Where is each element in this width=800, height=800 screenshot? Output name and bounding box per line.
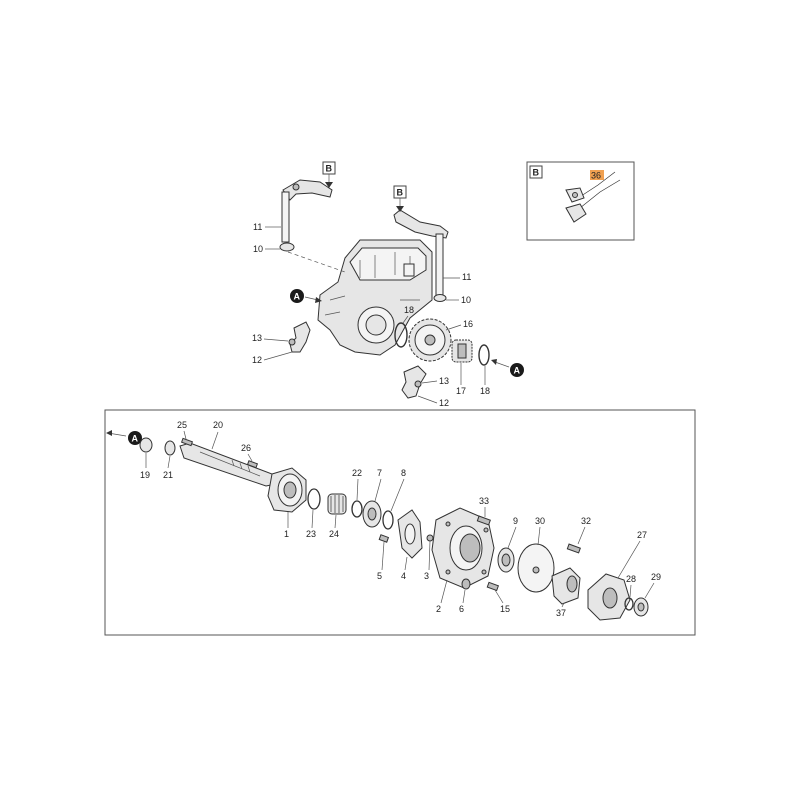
label-18-lower: 18	[480, 386, 490, 396]
label-30: 30	[535, 516, 545, 526]
pin-3[interactable]	[426, 534, 434, 542]
lower-assembly-frame	[104, 409, 696, 636]
wheel-hub-27[interactable]	[587, 573, 631, 621]
label-11-left: 11	[253, 222, 262, 232]
label-10-right: 10	[461, 295, 471, 305]
svg-text:A: A	[514, 366, 521, 376]
screw-33[interactable]	[476, 515, 491, 526]
bearing-9[interactable]	[497, 547, 515, 573]
key-26[interactable]	[246, 460, 259, 469]
label-2: 2	[436, 604, 441, 614]
shift-cable-clip[interactable]	[565, 171, 621, 223]
lower-assembly: A 19 21 20 25 26	[106, 420, 661, 621]
bushing-19[interactable]	[139, 437, 153, 453]
gear-16[interactable]	[408, 318, 452, 362]
label-37: 37	[556, 608, 566, 618]
housing-2[interactable]	[431, 507, 495, 589]
label-20: 20	[213, 420, 223, 430]
upper-assembly: B 11 10 B 11 10 A	[252, 161, 524, 408]
label-36: 36	[591, 171, 601, 181]
label-9: 9	[513, 516, 518, 526]
label-21: 21	[163, 470, 173, 480]
bearing-21[interactable]	[164, 440, 176, 456]
label-6: 6	[459, 604, 464, 614]
ref-b-callout-right: B	[393, 185, 407, 212]
label-24: 24	[329, 529, 339, 539]
bolt-15[interactable]	[486, 581, 500, 592]
label-28: 28	[626, 574, 636, 584]
ref-b-callout-left: B	[322, 161, 336, 188]
detail-b-inset: B 36	[526, 161, 635, 241]
label-33: 33	[479, 496, 489, 506]
highlight-marker	[590, 170, 604, 180]
label-11-right: 11	[462, 272, 471, 282]
label-29: 29	[651, 572, 661, 582]
ring-28[interactable]	[624, 597, 634, 611]
label-22: 22	[352, 468, 362, 478]
label-23: 23	[306, 529, 316, 539]
label-12-right: 12	[439, 398, 449, 408]
ring-23[interactable]	[307, 488, 321, 510]
label-7: 7	[377, 468, 382, 478]
o-ring-18-left[interactable]	[394, 322, 408, 348]
label-15: 15	[500, 604, 510, 614]
shift-fork-rod-left[interactable]	[281, 179, 333, 243]
label-17: 17	[456, 386, 466, 396]
sleeve-37[interactable]	[551, 567, 581, 605]
ref-a-callout-lower: A	[106, 430, 142, 445]
label-12-left: 12	[252, 355, 262, 365]
svg-text:B: B	[326, 164, 333, 174]
label-25: 25	[177, 420, 187, 430]
spring-24[interactable]	[327, 493, 347, 515]
bearing-7[interactable]	[362, 500, 382, 528]
shift-fork-rod-right[interactable]	[393, 209, 449, 297]
plate-4[interactable]	[397, 509, 423, 559]
ref-a-callout-right: A	[491, 359, 524, 377]
ref-a-callout-left: A	[290, 289, 322, 303]
bolt-6[interactable]	[461, 578, 471, 590]
label-19: 19	[140, 470, 150, 480]
label-3: 3	[424, 571, 429, 581]
svg-text:A: A	[294, 292, 301, 302]
label-32: 32	[581, 516, 591, 526]
label-13-left: 13	[252, 333, 262, 343]
disc-30[interactable]	[517, 543, 555, 593]
shift-fork-12-right[interactable]	[401, 365, 427, 399]
key-25[interactable]	[180, 437, 194, 447]
shaft-20[interactable]	[179, 442, 277, 487]
label-26: 26	[241, 443, 251, 453]
label-27: 27	[637, 530, 647, 540]
label-5: 5	[377, 571, 382, 581]
label-16: 16	[463, 319, 473, 329]
label-4: 4	[401, 571, 406, 581]
gearbox-housing[interactable]	[317, 239, 433, 356]
label-1: 1	[284, 529, 289, 539]
washer-10-right[interactable]	[433, 294, 447, 302]
label-13-right: 13	[439, 376, 449, 386]
pinion-17[interactable]	[451, 339, 473, 363]
washer-10-left[interactable]	[279, 242, 295, 252]
svg-text:B: B	[533, 168, 540, 178]
label-10-left: 10	[253, 244, 263, 254]
label-18-upper: 18	[404, 305, 414, 315]
hub-1[interactable]	[267, 467, 307, 513]
label-8: 8	[401, 468, 406, 478]
bolt-5[interactable]	[378, 534, 390, 543]
cap-29[interactable]	[633, 597, 649, 617]
ring-22[interactable]	[351, 500, 363, 518]
ring-8[interactable]	[382, 510, 394, 530]
screw-32[interactable]	[566, 543, 581, 554]
shift-fork-12-left[interactable]	[288, 321, 311, 353]
o-ring-18-right[interactable]	[478, 344, 490, 366]
svg-text:B: B	[397, 188, 404, 198]
svg-text:A: A	[132, 434, 139, 444]
